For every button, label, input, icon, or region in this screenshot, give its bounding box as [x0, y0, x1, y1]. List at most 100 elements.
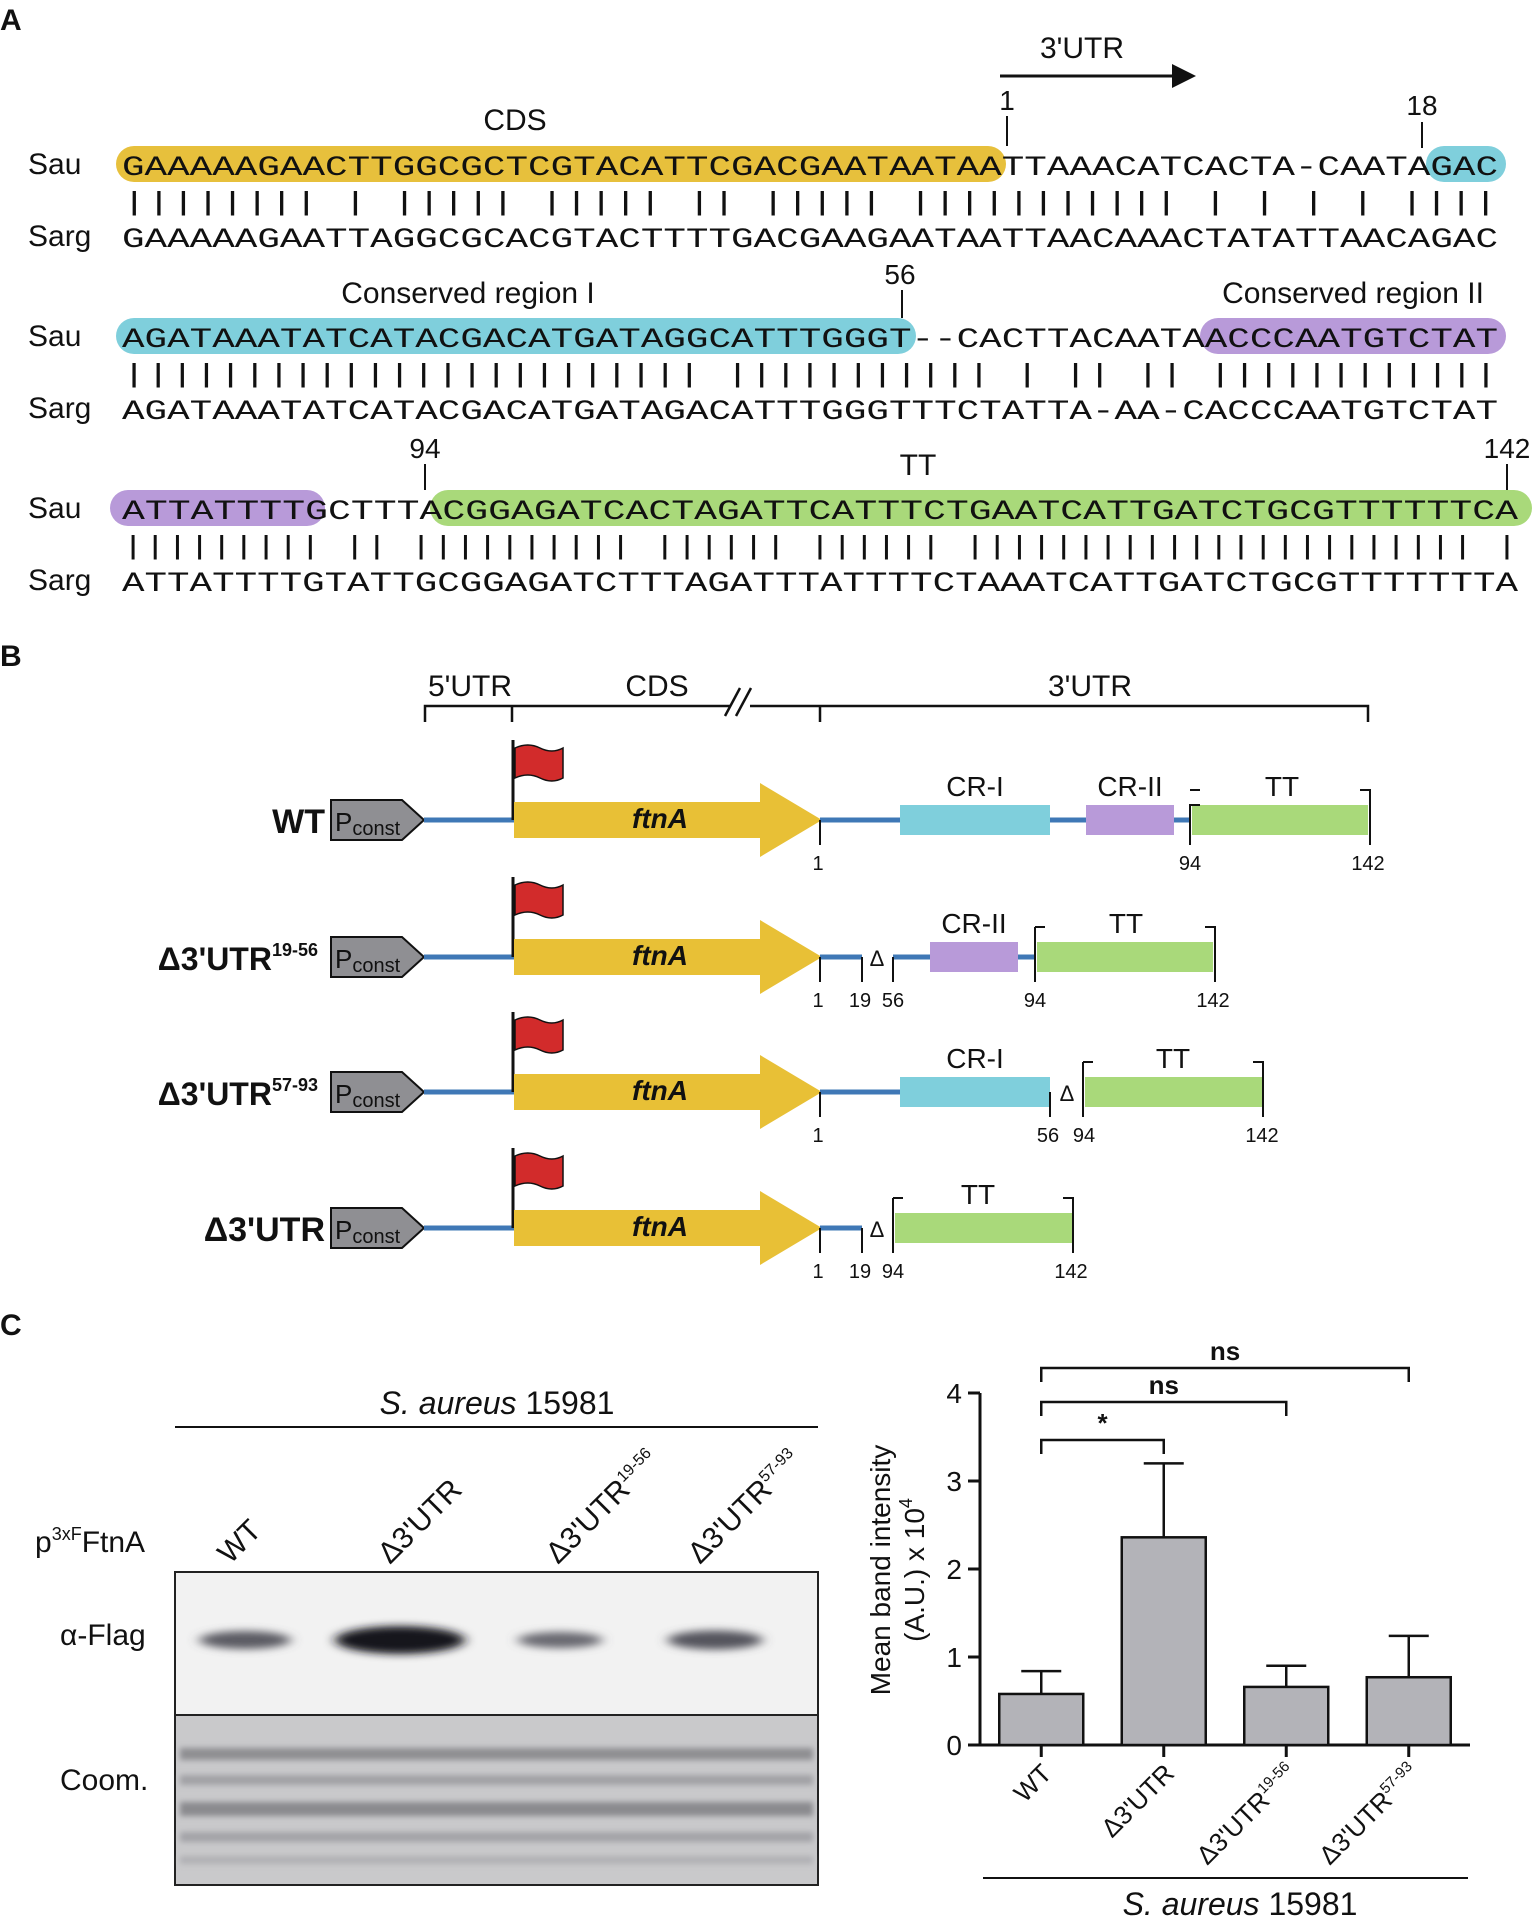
coom-band	[180, 1856, 813, 1864]
tt-bracket	[892, 1197, 1074, 1253]
cr1-box	[900, 805, 1050, 835]
cr1-box	[900, 1077, 1050, 1107]
promoter-box	[330, 936, 426, 978]
construct-name: WT	[272, 803, 325, 841]
chart-ylabel: Mean band intensity(A.U.) x 104	[865, 1445, 930, 1696]
panel-c-label: C	[0, 1309, 22, 1342]
tt-box	[1085, 1077, 1263, 1107]
flag-blot-label: α-Flag	[60, 1619, 146, 1652]
block1-sarg-label: Sarg	[28, 220, 91, 253]
tt-box	[895, 1213, 1073, 1243]
gene-label: ftnA	[632, 1075, 688, 1106]
bar	[998, 1692, 1085, 1747]
y-tick-label: 4	[946, 1378, 962, 1409]
coom-label: Coom.	[60, 1764, 148, 1797]
delta-symbol: Δ	[870, 946, 885, 971]
significance-bracket	[1040, 1438, 1165, 1454]
pos-94-label: 94	[409, 433, 440, 464]
promoter-label: Pconst	[335, 1079, 401, 1112]
flag-icon	[514, 1152, 564, 1190]
y-tick-label: 2	[946, 1554, 962, 1585]
construct-del-utr: Δ3'UTR Pconst ftnA Δ 1 19 TT 94 142	[204, 1148, 1088, 1283]
pos-1: 1	[812, 990, 823, 1012]
significance-label: *	[1097, 1408, 1108, 1438]
cr2-label: CR-II	[941, 908, 1006, 939]
region18-highlight	[1426, 146, 1506, 182]
gene-label: ftnA	[632, 940, 688, 971]
cr2-label: Conserved region II	[1222, 277, 1484, 310]
construct-name: Δ3'UTR	[204, 1211, 325, 1249]
break-mark-1	[723, 687, 742, 717]
utr3-header: 3'UTR	[1048, 670, 1132, 703]
block2-sarg-seq: AGATAAATATCATACGACATGATAGACATTTGGGTTTCTA…	[122, 397, 1498, 428]
pos-94: 94	[1024, 990, 1046, 1012]
block3-bars: ||||||||| || |||||||||| |||||| |||||| ||…	[122, 532, 1518, 562]
cr1-highlight	[116, 318, 916, 354]
pos-1: 1	[812, 1125, 823, 1147]
flag-band	[517, 1631, 603, 1649]
utr-arrowhead	[1172, 64, 1196, 88]
tt-label: TT	[1109, 908, 1143, 939]
panel-c: C S. aureus 15981 p3xFFtnA WT Δ3'UTR Δ3'…	[0, 1309, 1470, 1921]
lane-label-del: Δ3'UTR	[372, 1473, 469, 1570]
panel-a: A 3'UTR CDS 1 18 Sau GAAAAAGAACTTGGCGCTC…	[0, 4, 1532, 600]
construct-del-57-93: Δ3'UTR57-93 Pconst ftnA 1 CR-I Δ 56 TT 9…	[158, 1012, 1279, 1147]
pos-56: 56	[882, 990, 904, 1012]
utr5-header: 5'UTR	[428, 670, 512, 703]
cr1-label: CR-I	[946, 1043, 1004, 1074]
tt-box	[1192, 805, 1368, 835]
block3-sarg-label: Sarg	[28, 564, 91, 597]
pos-19: 19	[849, 990, 871, 1012]
tt-highlight	[430, 490, 1532, 526]
significance-bracket	[1040, 1400, 1288, 1416]
break-mark-2	[734, 687, 753, 717]
x-tick-label: Δ3'UTR57-93	[1313, 1758, 1425, 1870]
significance-label: ns	[1210, 1336, 1240, 1366]
utr-arrow-label: 3'UTR	[1040, 32, 1124, 65]
gene-arrow	[514, 920, 822, 994]
tt-bracket	[1082, 1061, 1264, 1117]
significance-label: ns	[1149, 1370, 1179, 1400]
coom-band	[180, 1832, 813, 1842]
cr2-box	[930, 942, 1018, 972]
blot-strain-label: S. aureus 15981	[380, 1385, 615, 1421]
promoter-label: Pconst	[335, 1215, 401, 1248]
promoter-box	[330, 1207, 426, 1249]
flag-band	[335, 1626, 465, 1654]
panel-a-label: A	[0, 4, 22, 37]
y-tick-label: 1	[946, 1642, 962, 1673]
x-tick-label: Δ3'UTR19-56	[1190, 1758, 1302, 1870]
gene-arrow	[514, 783, 822, 857]
delta-symbol: Δ	[1060, 1081, 1075, 1106]
tt-label: TT	[1265, 771, 1299, 802]
pos-142: 142	[1054, 1261, 1087, 1283]
pos-94: 94	[882, 1261, 904, 1283]
pos-94: 94	[1179, 853, 1201, 875]
plasmid-label: p3xFFtnA	[35, 1524, 145, 1559]
flag-bands	[199, 1626, 763, 1654]
flag-icon	[514, 1016, 564, 1054]
panel-b: B 5'UTR CDS 3'UTR WT Pconst ftnA 1 CR-I …	[0, 640, 1385, 1283]
block2-sarg-label: Sarg	[28, 392, 91, 425]
cr2-highlight	[1200, 318, 1506, 354]
construct-name: Δ3'UTR19-56	[158, 940, 318, 977]
x-tick-label: Δ3'UTR	[1095, 1758, 1180, 1843]
block3-sau-label: Sau	[28, 492, 81, 525]
panel-b-label: B	[0, 640, 22, 673]
coom-band	[180, 1802, 813, 1816]
header-bracket	[423, 704, 1370, 722]
construct-del-19-56: Δ3'UTR19-56 Pconst ftnA Δ 1 19 56 CR-II …	[158, 877, 1230, 1012]
block1-sau-seq: GAAAAAGAACTTGGCGCTCGTACATTCGACGAATAATAAT…	[122, 153, 1498, 184]
promoter-box	[330, 1071, 426, 1113]
block1-sarg-seq: GAAAAAGAATTAGGCGCACGTACTTTTGACGAAGAATAAT…	[122, 225, 1498, 256]
chart-xlabel: S. aureus 15981	[1123, 1886, 1358, 1921]
block2-bars: |||||||||||||||||||||||| ||||||||||| | |…	[122, 360, 1498, 390]
cr1-label: CR-I	[946, 771, 1004, 802]
coom-band	[180, 1748, 813, 1760]
flag-band	[667, 1630, 763, 1650]
gene-label: ftnA	[632, 1211, 688, 1242]
y-tick-label: 0	[946, 1730, 962, 1761]
delta-symbol: Δ	[870, 1217, 885, 1242]
cds-header: CDS	[625, 670, 688, 703]
block2-sau-seq: AGATAAATATCATACGACATGATAGGCATTTGGGT--CAC…	[122, 325, 1498, 356]
